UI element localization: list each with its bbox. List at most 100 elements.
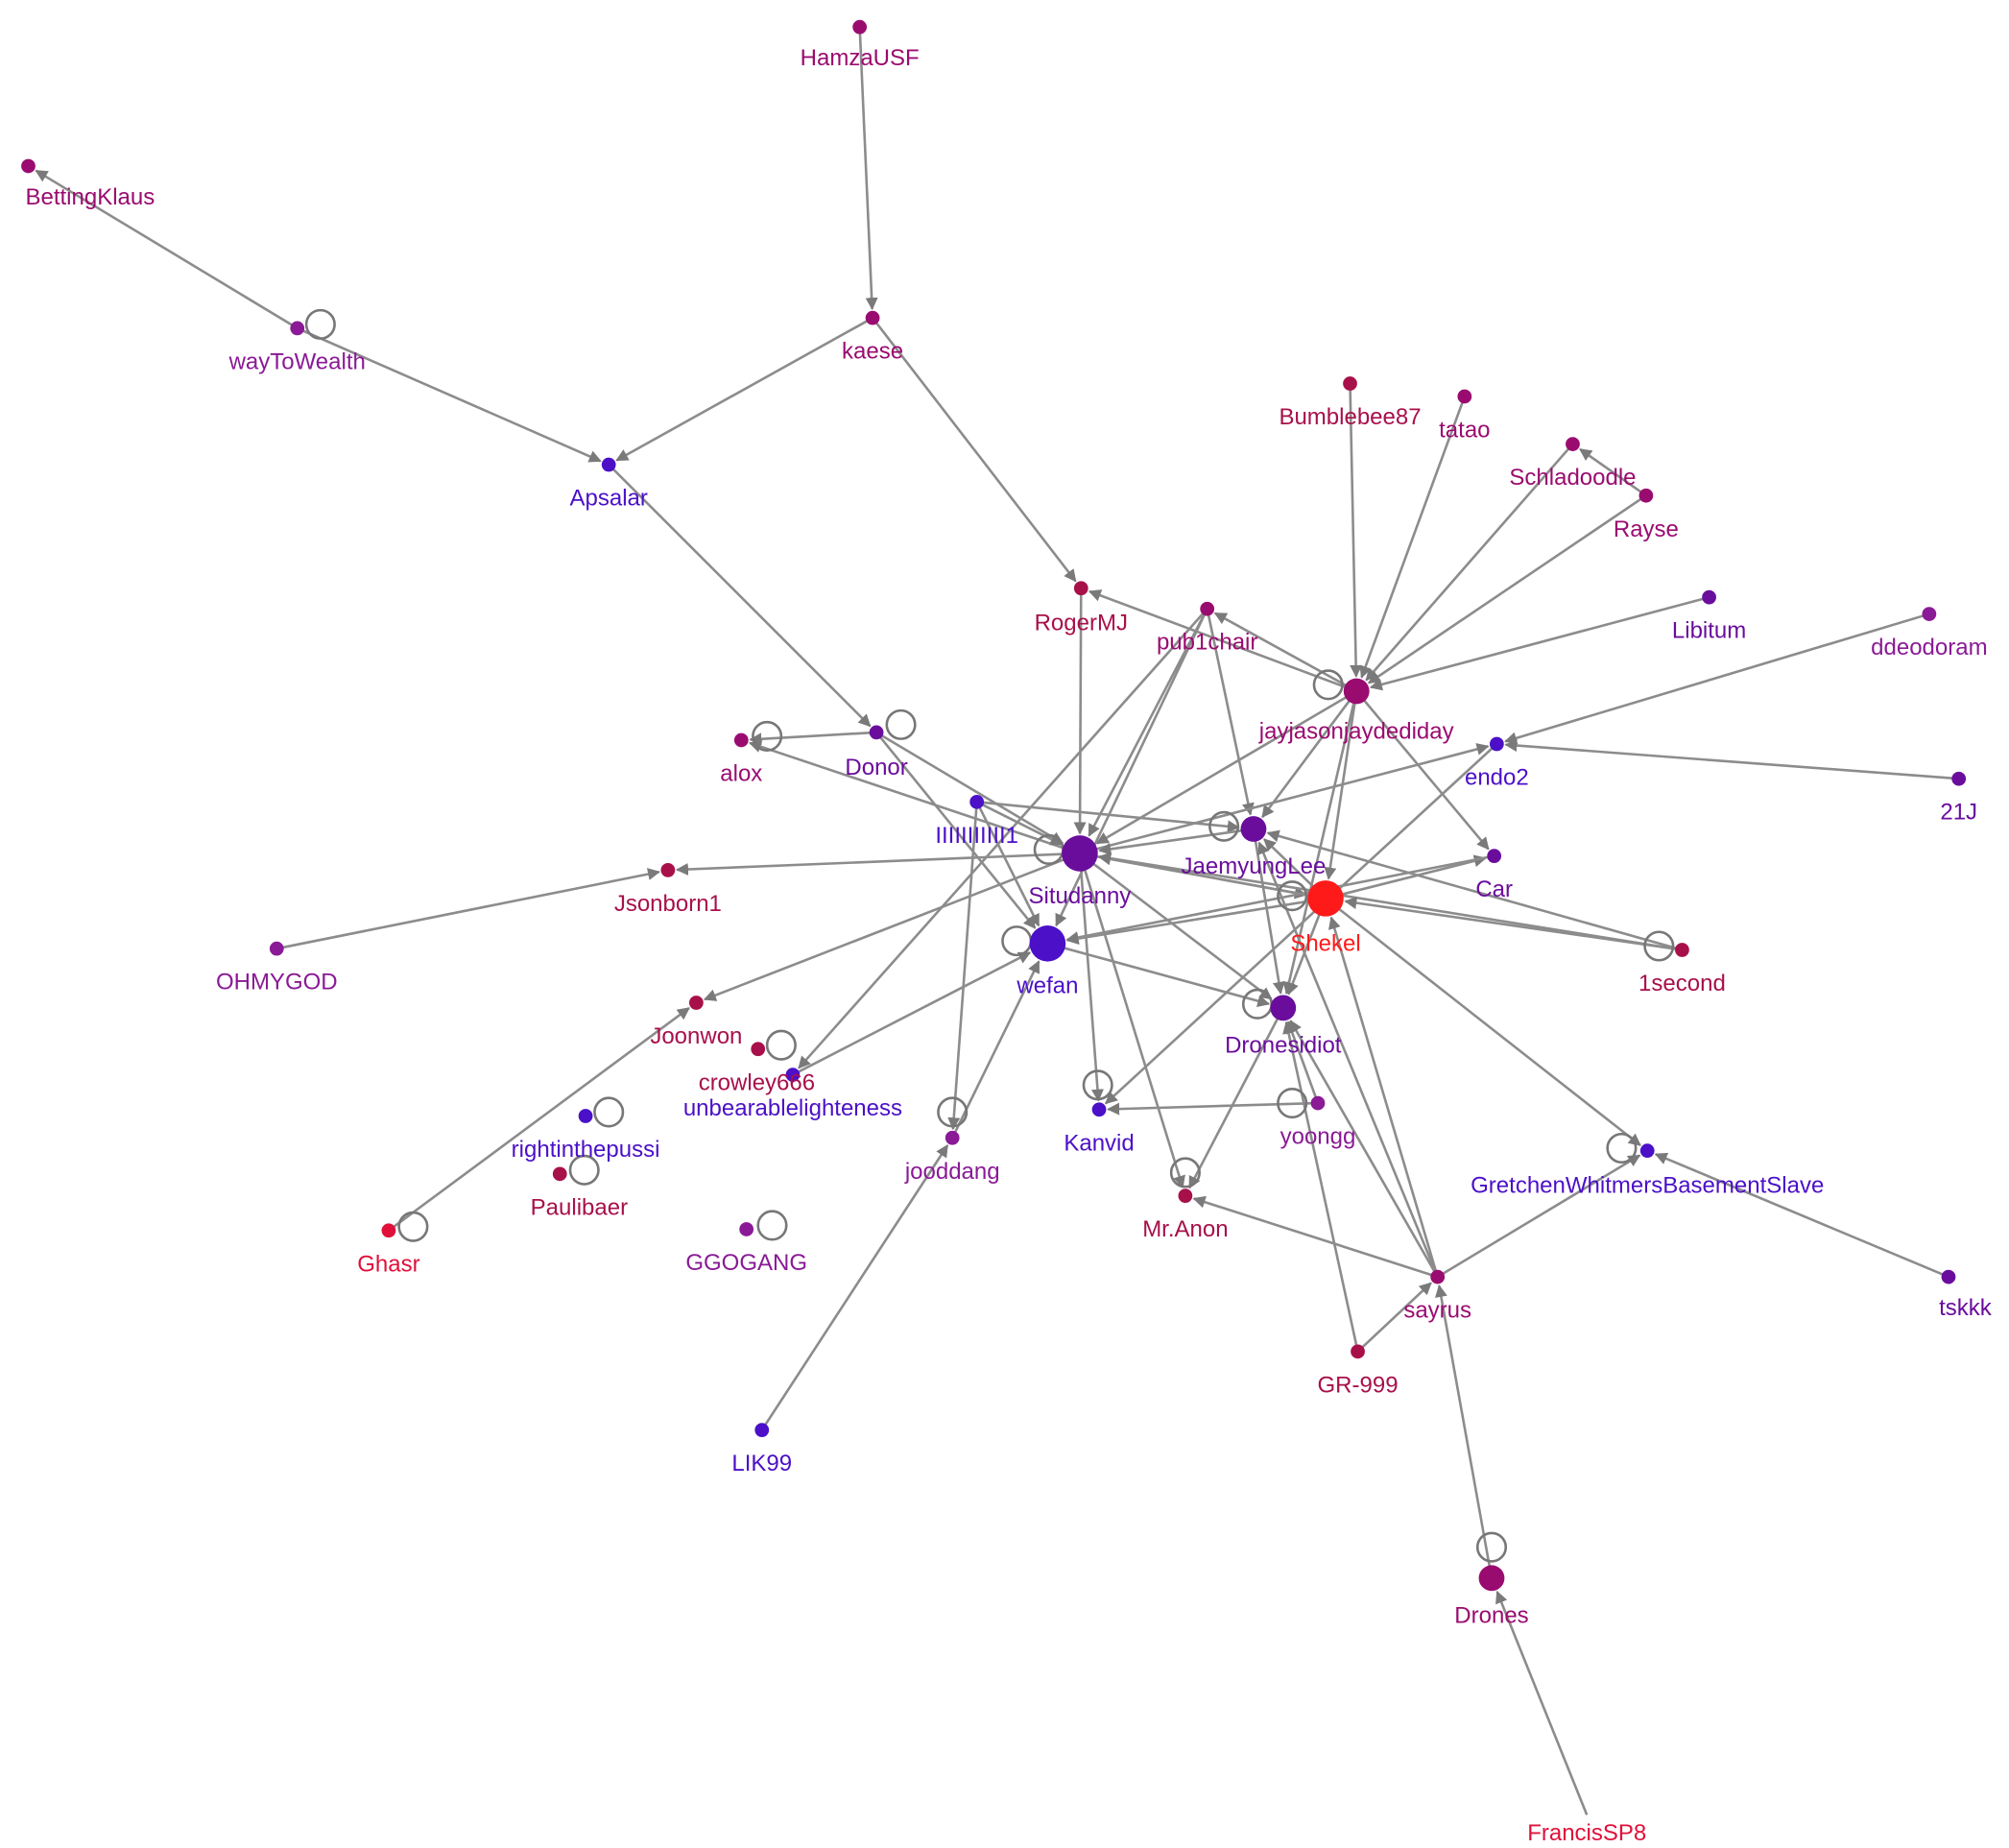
node-jooddang[interactable]: [945, 1130, 960, 1145]
node-Libitum[interactable]: [1702, 589, 1716, 605]
node-GR-999[interactable]: [1351, 1344, 1365, 1359]
self-loop-alox: [752, 720, 783, 752]
node-wefan[interactable]: [1029, 925, 1066, 962]
edge-wefan-to-Dronesidiot: [1047, 942, 1271, 1007]
node-Ghasr[interactable]: [381, 1223, 396, 1238]
edge-jayjasonjaydediday-to-JaemyungLee: [1261, 690, 1358, 819]
node-pub1chair[interactable]: [1200, 601, 1215, 616]
node-Rayse[interactable]: [1638, 488, 1654, 503]
node-endo2[interactable]: [1489, 736, 1504, 752]
edge-FrancisSP8-to-Drones: [1495, 1590, 1589, 1816]
node-sayrus[interactable]: [1430, 1269, 1446, 1284]
self-loop-jayjasonjaydediday: [1312, 669, 1344, 701]
edge-1second-to-Shekel: [1344, 897, 1683, 951]
node-JaemyungLee[interactable]: [1240, 816, 1267, 842]
node-label-tskkk: tskkk: [1939, 1295, 1993, 1321]
node-Donor[interactable]: [869, 725, 884, 740]
edge-wayToWealth-to-Apsalar: [297, 326, 602, 463]
node-Jsonborn1[interactable]: [660, 863, 676, 877]
node-unbearablelighteness[interactable]: [785, 1068, 801, 1082]
node-Shekel[interactable]: [1307, 880, 1344, 917]
node-Apsalar[interactable]: [601, 457, 616, 472]
node-Dronesidiot[interactable]: [1270, 995, 1297, 1021]
edge-jayjasonjaydediday-to-pub1chair: [1213, 612, 1357, 693]
node-label-Paulibaer: Paulibaer: [531, 1194, 628, 1220]
node-rightinthepussi[interactable]: [578, 1109, 593, 1123]
node-Drones[interactable]: [1478, 1565, 1505, 1592]
edge-Libitum-to-jayjasonjaydediday: [1369, 595, 1710, 691]
edge-jayjasonjaydediday-to-Dronesidiot: [1282, 690, 1358, 996]
edge-sayrus-to-Dronesidiot: [1289, 1020, 1439, 1278]
node-yoongg[interactable]: [1310, 1095, 1326, 1111]
edge-GR-999-to-Dronesidiot: [1282, 1020, 1359, 1353]
edge-OHMYGOD-to-Jsonborn1: [276, 868, 660, 950]
node-label-IIIIIIIIIII1: IIIIIIIIIII1: [935, 823, 1018, 849]
node-label-ddeodoram: ddeodoram: [1871, 635, 1987, 660]
edge-unbearablelighteness-to-wefan: [792, 951, 1032, 1076]
node-label-OHMYGOD: OHMYGOD: [216, 970, 338, 996]
node-1second[interactable]: [1675, 943, 1689, 957]
node-Joonwon[interactable]: [689, 996, 704, 1010]
node-label-HamzaUSF: HamzaUSF: [801, 45, 920, 71]
node-ddeodoram[interactable]: [1922, 607, 1937, 621]
node-label-Kanvid: Kanvid: [1064, 1130, 1134, 1156]
node-label-wayToWealth: wayToWealth: [228, 348, 366, 374]
node-alox[interactable]: [733, 732, 749, 748]
node-HamzaUSF[interactable]: [852, 19, 868, 35]
edge-JaemyungLee-to-Dronesidiot: [1252, 828, 1285, 995]
node-GretchenWhitmersBasementSlave[interactable]: [1639, 1143, 1655, 1159]
node-kaese[interactable]: [865, 310, 880, 325]
edge-kaese-to-Apsalar: [615, 317, 873, 462]
node-wayToWealth[interactable]: [290, 321, 305, 336]
node-label-wefan: wefan: [1016, 973, 1078, 999]
node-label-LIK99: LIK99: [731, 1451, 792, 1476]
node-jayjasonjaydediday[interactable]: [1343, 678, 1370, 705]
self-loop-wayToWealth: [304, 308, 336, 340]
node-IIIIIIIIIII1[interactable]: [969, 794, 985, 809]
node-Schladoodle[interactable]: [1566, 437, 1580, 451]
node-label-Joonwon: Joonwon: [650, 1023, 742, 1049]
node-BettingKlaus[interactable]: [21, 158, 36, 174]
node-label-Apsalar: Apsalar: [570, 486, 648, 512]
node-RogerMJ[interactable]: [1073, 581, 1088, 596]
node-label-GGOGANG: GGOGANG: [685, 1250, 807, 1276]
node-Paulibaer[interactable]: [552, 1166, 567, 1182]
edge-LIK99-to-jooddang: [760, 1144, 949, 1431]
self-loop-Shekel: [1277, 880, 1308, 912]
edge-Situdanny-to-Jsonborn1: [675, 852, 1080, 876]
node-21J[interactable]: [1951, 771, 1967, 786]
node-OHMYGOD[interactable]: [269, 941, 284, 956]
edge-Situdanny-to-endo2: [1079, 743, 1490, 855]
node-label-Shekel: Shekel: [1290, 930, 1360, 956]
edge-RogerMJ-to-Situdanny: [1073, 588, 1087, 835]
node-label-GR-999: GR-999: [1318, 1372, 1399, 1398]
node-tskkk[interactable]: [1941, 1269, 1956, 1284]
node-label-Car: Car: [1475, 876, 1513, 902]
edge-jayjasonjaydediday-to-Situdanny: [1095, 689, 1357, 845]
self-loop-JaemyungLee: [1208, 810, 1240, 842]
edge-Shekel-to-Car: [1325, 854, 1487, 900]
edge-jayjasonjaydediday-to-RogerMJ: [1088, 589, 1357, 693]
node-Situdanny[interactable]: [1062, 835, 1098, 872]
self-loop-1second: [1643, 930, 1675, 962]
node-Car[interactable]: [1487, 849, 1502, 864]
node-Mr.Anon[interactable]: [1178, 1188, 1193, 1203]
node-crowley666[interactable]: [751, 1042, 766, 1057]
edge-pub1chair-to-Situdanny: [1088, 608, 1208, 837]
node-label-FrancisSP8: FrancisSP8: [1527, 1820, 1646, 1846]
node-Bumblebee87[interactable]: [1343, 376, 1357, 391]
edge-1second-to-Situdanny: [1098, 852, 1683, 951]
self-loop-rightinthepussi: [593, 1096, 625, 1128]
node-label-crowley666: crowley666: [699, 1069, 815, 1095]
edge-HamzaUSF-to-kaese: [858, 27, 878, 311]
node-GGOGANG[interactable]: [739, 1222, 754, 1236]
edge-wayToWealth-to-BettingKlaus: [35, 169, 299, 330]
node-LIK99[interactable]: [754, 1423, 770, 1438]
node-tatao[interactable]: [1457, 389, 1472, 404]
edge-Dronesidiot-to-Mr.Anon: [1188, 1007, 1284, 1189]
self-loop-Paulibaer: [568, 1154, 600, 1186]
node-Kanvid[interactable]: [1091, 1102, 1107, 1117]
edge-1second-to-JaemyungLee: [1266, 829, 1683, 951]
edge-Bumblebee87-to-jayjasonjaydediday: [1349, 383, 1363, 678]
node-label-Donor: Donor: [845, 755, 907, 780]
